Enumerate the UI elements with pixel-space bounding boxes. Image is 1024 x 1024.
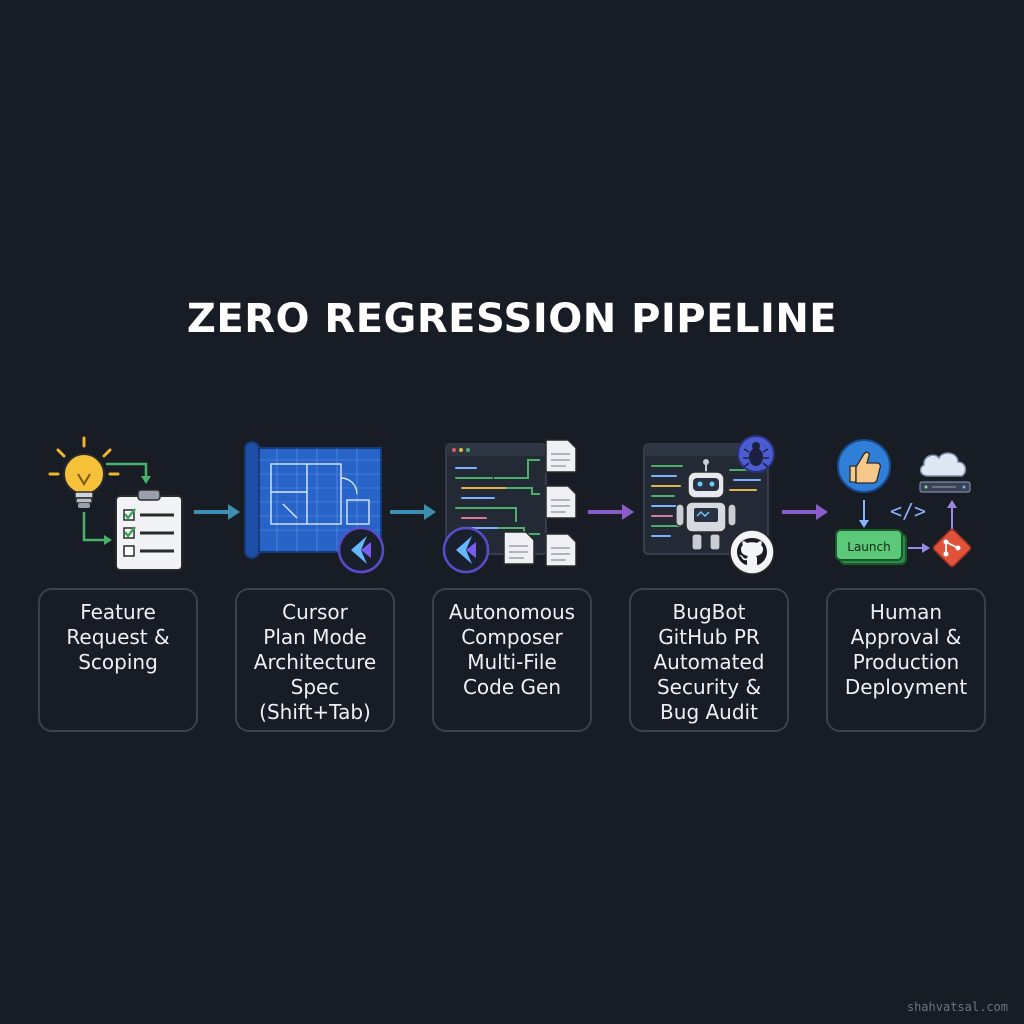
code-icon: </>	[890, 499, 926, 523]
stage-composer: Autonomous Composer Multi-File Code Gen	[432, 588, 592, 732]
stage-label-line: Feature	[80, 600, 156, 624]
thumbs-up-icon	[837, 439, 891, 493]
stage-label-line: Composer	[461, 625, 563, 649]
github-icon	[729, 529, 775, 575]
stage-label-line: Code Gen	[462, 675, 562, 699]
stage-5-icon: </> Launch	[835, 439, 972, 568]
stage-label-line: Spec	[290, 675, 340, 699]
watermark: shahvatsal.com	[906, 1000, 1008, 1014]
stage-plan-mode: Cursor Plan Mode Architecture Spec (Shif…	[235, 588, 395, 732]
stage-label-line: Request &	[66, 625, 170, 649]
arrow-1-to-2	[194, 504, 240, 520]
arrow-2-to-3	[390, 504, 436, 520]
cursor-logo-icon	[442, 526, 490, 574]
cloud-server-icon	[919, 452, 971, 493]
stage-label-line: Production	[852, 650, 960, 674]
code-editor-icon	[643, 443, 769, 555]
stage-1-icon	[48, 436, 183, 571]
lightbulb-icon	[48, 436, 120, 508]
stage-deployment: Human Approval & Production Deployment	[826, 588, 986, 732]
bug-icon	[737, 435, 775, 473]
stage-label-line: (Shift+Tab)	[259, 700, 371, 724]
checklist-icon	[115, 489, 183, 571]
stage-label-line: Autonomous	[448, 600, 576, 624]
stage-label-line: Scoping	[78, 650, 158, 674]
stage-label-line: Deployment	[844, 675, 968, 699]
stage-label-line: BugBot	[672, 600, 746, 624]
stage-3-icon	[442, 439, 577, 574]
stage-label-line: Cursor	[282, 600, 348, 624]
stage-feature-request: Feature Request & Scoping	[38, 588, 198, 732]
code-editor-icon	[445, 443, 547, 555]
robot-icon	[675, 459, 737, 551]
stage-label-line: Plan Mode	[263, 625, 367, 649]
launch-button-icon: Launch	[835, 529, 907, 565]
stage-label-line: GitHub PR	[658, 625, 760, 649]
stage-label-line: Bug Audit	[660, 700, 758, 724]
stage-label-line: Approval &	[850, 625, 962, 649]
arrow-3-to-4	[588, 504, 634, 520]
stage-2-icon	[244, 441, 385, 574]
stage-label-line: Automated	[653, 650, 765, 674]
stage-bugbot: BugBot GitHub PR Automated Security & Bu…	[629, 588, 789, 732]
cursor-logo-icon	[337, 526, 385, 574]
stage-label-line: Human	[869, 600, 943, 624]
git-icon	[932, 528, 972, 568]
stage-label-line: Security &	[656, 675, 762, 699]
arrow-4-to-5	[782, 504, 828, 520]
stage-label-line: Multi-File	[467, 650, 557, 674]
stage-label-line: Architecture	[253, 650, 377, 674]
page-title: ZERO REGRESSION PIPELINE	[186, 296, 838, 342]
svg-text:Launch: Launch	[847, 540, 890, 554]
document-icon	[503, 439, 577, 567]
stage-4-icon	[643, 435, 775, 575]
